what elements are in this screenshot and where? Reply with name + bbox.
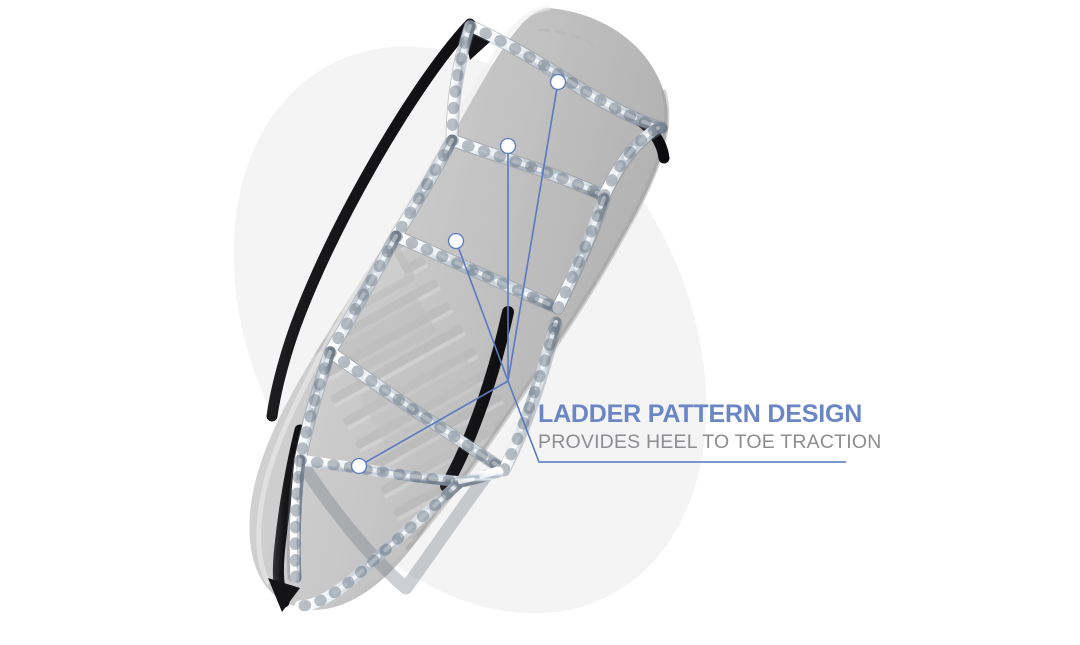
callout-point-markers <box>350 73 567 475</box>
marker-midfoot-rung <box>447 232 465 250</box>
sole-body <box>249 8 668 608</box>
chain-heel-v-left <box>289 454 306 584</box>
callout-text-block: LADDER PATTERN DESIGN PROVIDES HEEL TO T… <box>538 400 882 454</box>
shoe-sole <box>233 5 707 614</box>
sole-rim-highlight <box>256 5 551 585</box>
callout-title: LADDER PATTERN DESIGN <box>538 400 863 428</box>
strap-left <box>266 18 476 422</box>
leader-elbow-to-rule <box>507 380 540 463</box>
toe-stitch-line <box>538 28 643 184</box>
callout-subtitle: PROVIDES HEEL TO TOE TRACTION <box>538 431 882 453</box>
strap-right-mid <box>440 306 514 492</box>
chain-rail-right-upper <box>598 122 664 202</box>
chain-rail-right-mid <box>552 192 610 314</box>
chain-rung-2 <box>390 230 564 314</box>
chain-toe-rail <box>464 20 668 134</box>
chain-rung-1 <box>446 134 610 202</box>
chain-rail-left-upper <box>446 20 476 146</box>
marker-toe-rung <box>549 73 567 91</box>
chain-rail-heel-right <box>454 466 504 488</box>
traction-chain-assembly <box>286 19 669 612</box>
chain-rail-right-lower <box>498 316 562 476</box>
callout-leader-lines <box>358 81 559 467</box>
leader-toe <box>507 81 559 382</box>
marker-heel-rung <box>350 457 368 475</box>
callout-underline <box>538 461 846 463</box>
strap-heel-anchor <box>268 578 300 612</box>
leader-heel <box>358 380 509 467</box>
chain-rung-3 <box>324 346 510 476</box>
chain-rail-left-lower <box>324 230 402 358</box>
chain-rail-left-mid <box>390 134 458 242</box>
marker-forefoot-rung <box>499 137 517 155</box>
chain-rail-heel-left <box>294 346 336 466</box>
chain-heel-v-right <box>294 476 466 612</box>
leader-midfoot <box>455 240 509 382</box>
chain-rung-4 <box>294 454 466 488</box>
